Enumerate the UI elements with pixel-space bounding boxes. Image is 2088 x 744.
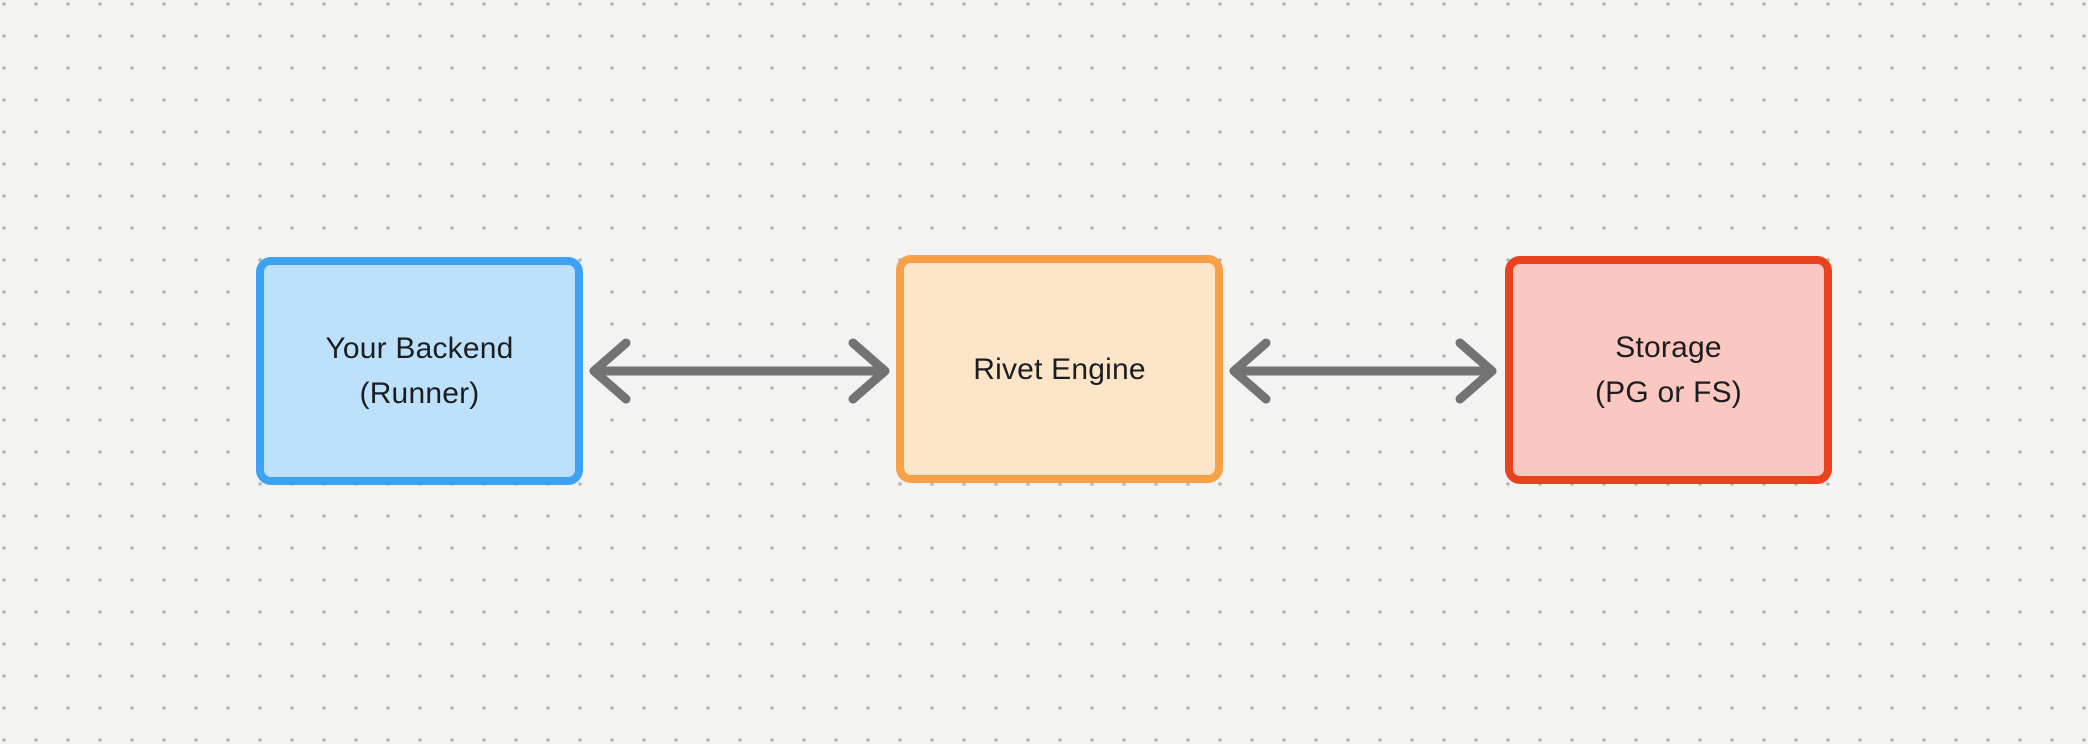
arrow-backend-engine[interactable] — [589, 338, 890, 404]
arrowhead-right-icon — [1455, 338, 1497, 404]
arrowhead-left-icon — [1229, 338, 1271, 404]
arrow-engine-storage[interactable] — [1229, 338, 1497, 404]
node-label-line1: Rivet Engine — [973, 352, 1146, 386]
node-storage[interactable]: Storage (PG or FS) — [1505, 256, 1832, 484]
node-label-line1: Storage — [1615, 331, 1722, 364]
arrowhead-right-icon — [848, 338, 890, 404]
node-label-line2: (PG or FS) — [1594, 376, 1742, 409]
node-storage-label: Storage (PG or FS) — [1595, 325, 1742, 415]
node-label-line2: (Runner) — [359, 377, 480, 410]
node-rivet-engine[interactable]: Rivet Engine — [896, 255, 1223, 483]
node-your-backend[interactable]: Your Backend (Runner) — [256, 257, 583, 485]
node-label-line1: Your Backend — [325, 332, 514, 365]
node-rivet-engine-label: Rivet Engine — [973, 347, 1146, 392]
node-your-backend-label: Your Backend (Runner) — [325, 326, 513, 416]
arrowhead-left-icon — [589, 338, 631, 404]
